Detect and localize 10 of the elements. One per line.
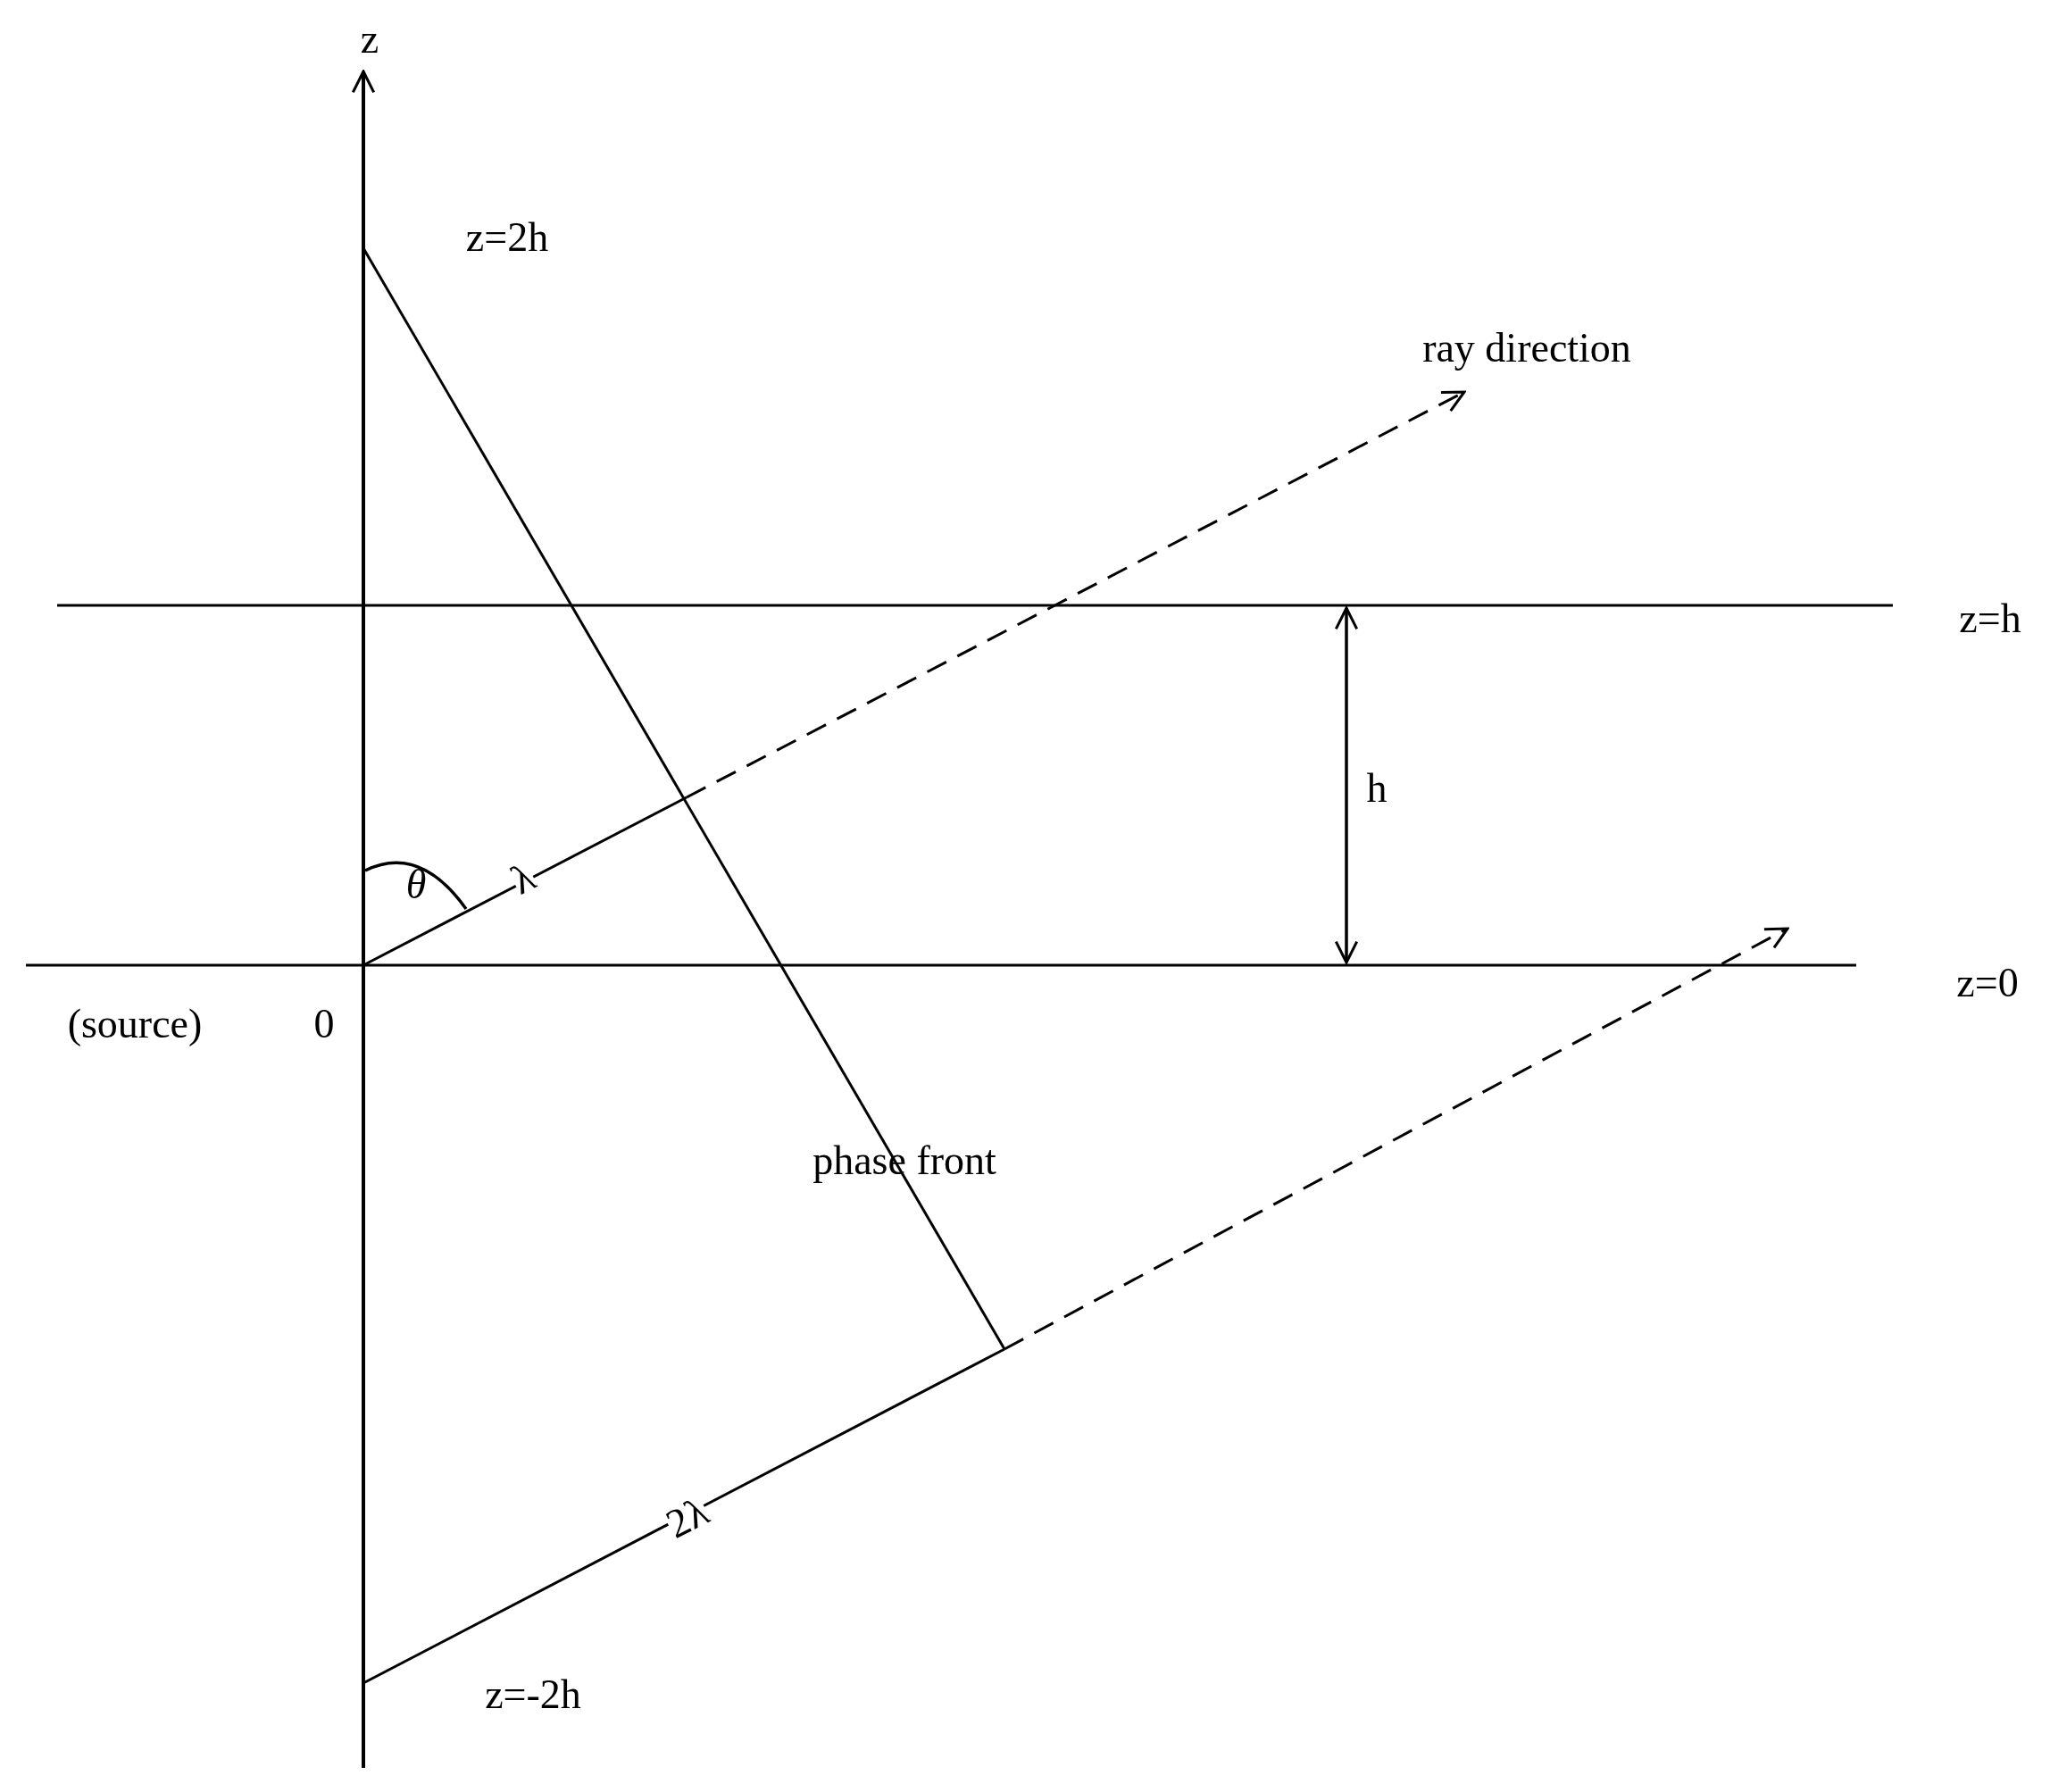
height-label: z=2h — [465, 217, 549, 258]
axis-label: z — [360, 19, 379, 60]
ray-label: ray direction — [1422, 328, 1631, 369]
origin-label: 0 — [313, 1004, 335, 1045]
dimension-label: h — [1366, 768, 1388, 809]
source-label: (source) — [67, 1004, 203, 1045]
boundary-label: z=0 — [1956, 963, 2019, 1004]
height-label: z=-2h — [485, 1674, 581, 1715]
angle-label: θ — [405, 864, 427, 905]
boundary-label: z=h — [1959, 598, 2021, 639]
